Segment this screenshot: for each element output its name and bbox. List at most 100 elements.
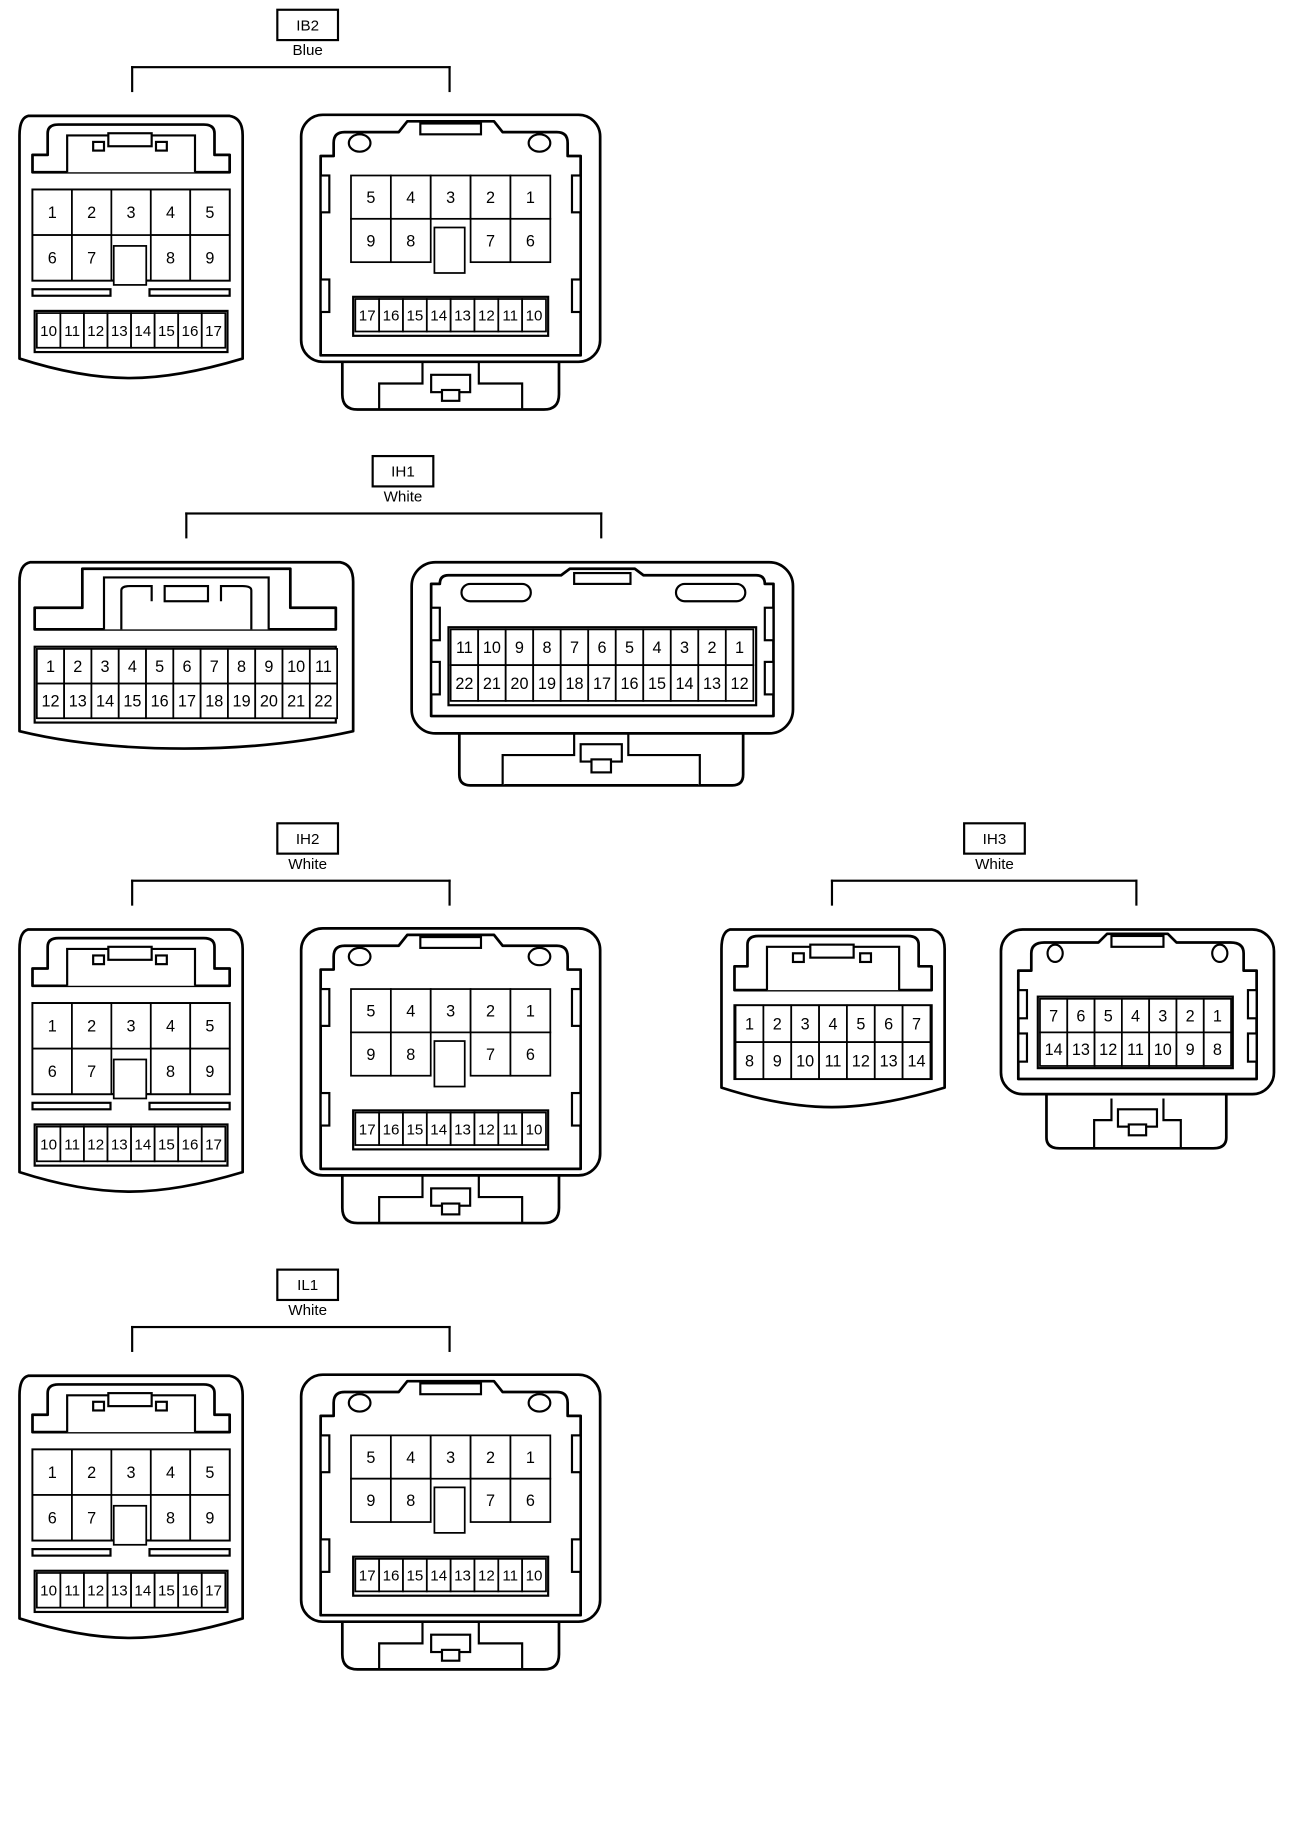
pin-number: 7 xyxy=(87,250,96,268)
pin-number: 3 xyxy=(680,639,689,657)
pin-number: 1 xyxy=(1213,1007,1222,1025)
pin-cell xyxy=(227,648,257,685)
pin-cell xyxy=(1093,1031,1123,1067)
connector-code: IH2 xyxy=(276,822,340,855)
pin-number: 17 xyxy=(593,675,611,693)
pin-number: 10 xyxy=(1154,1041,1172,1059)
pin-number: 11 xyxy=(64,323,80,340)
pin-number: 14 xyxy=(1045,1041,1063,1059)
pin-cell xyxy=(149,1047,192,1095)
pin-number: 4 xyxy=(1131,1007,1140,1025)
pin-number: 13 xyxy=(1072,1041,1090,1059)
pin-number: 4 xyxy=(406,1449,415,1467)
pin-number: 5 xyxy=(205,204,214,222)
connector-color: White xyxy=(383,487,423,505)
pin-number: 11 xyxy=(1127,1041,1144,1059)
pin-number: 3 xyxy=(446,1449,455,1467)
pin-cell xyxy=(587,664,617,702)
pin-number: 3 xyxy=(801,1016,810,1034)
pin-number: 8 xyxy=(166,1063,175,1081)
pin-number: 9 xyxy=(1186,1041,1195,1059)
pin-number: 9 xyxy=(205,250,214,268)
pin-number: 11 xyxy=(502,1568,518,1585)
pin-cell xyxy=(469,217,512,264)
pin-cell xyxy=(254,682,284,720)
pin-number: 15 xyxy=(158,1136,175,1153)
pin-cell xyxy=(149,1002,192,1050)
pin-number: 17 xyxy=(359,1568,376,1585)
pin-number: 19 xyxy=(233,693,251,711)
pin-number: 8 xyxy=(406,1492,415,1510)
pin-number: 3 xyxy=(127,204,136,222)
pin-number: 14 xyxy=(96,693,114,711)
pin-number: 2 xyxy=(486,1449,495,1467)
pin-number: 1 xyxy=(526,1449,535,1467)
pin-cell xyxy=(31,1002,73,1050)
pin-cell xyxy=(846,1041,876,1080)
pin-number: 8 xyxy=(745,1052,754,1070)
pin-number: 7 xyxy=(486,232,495,250)
pin-number: 12 xyxy=(87,323,104,340)
pin-cell xyxy=(504,628,535,667)
pin-number: 5 xyxy=(205,1018,214,1036)
pin-cell xyxy=(71,1047,113,1095)
pin-number: 10 xyxy=(40,323,57,340)
pin-number: 14 xyxy=(430,308,447,325)
pin-number: 11 xyxy=(315,658,332,676)
pin-number: 17 xyxy=(178,693,196,711)
pin-cell xyxy=(521,1558,547,1593)
connector-bracket xyxy=(131,879,451,906)
pin-number: 11 xyxy=(502,1121,518,1138)
pin-number: 10 xyxy=(40,1583,57,1600)
pin-cell xyxy=(189,1494,231,1542)
pin-cell xyxy=(469,1031,512,1077)
pin-number: 6 xyxy=(182,658,191,676)
pin-number: 15 xyxy=(406,308,423,325)
pin-cell xyxy=(697,664,727,702)
pin-number: 8 xyxy=(166,250,175,268)
pin-number: 1 xyxy=(526,1003,535,1021)
pin-number: 7 xyxy=(87,1510,96,1528)
pin-cell xyxy=(172,648,202,685)
pin-number: 1 xyxy=(48,1018,57,1036)
pin-number: 3 xyxy=(446,189,455,207)
pin-cell xyxy=(477,664,507,702)
pin-number: 2 xyxy=(87,1464,96,1482)
pin-number: 6 xyxy=(526,1046,535,1064)
pin-cell xyxy=(389,1031,432,1077)
pin-cell xyxy=(71,1448,113,1496)
pin-number: 16 xyxy=(182,1583,199,1600)
pin-number: 5 xyxy=(155,658,164,676)
pin-cell xyxy=(509,217,552,264)
pin-number: 11 xyxy=(64,1583,80,1600)
pin-number: 5 xyxy=(366,1003,375,1021)
pin-number: 10 xyxy=(287,658,305,676)
pin-number: 4 xyxy=(828,1016,837,1034)
pin-cell xyxy=(31,1047,73,1095)
pin-number: 16 xyxy=(383,308,400,325)
pin-number: 4 xyxy=(166,1018,175,1036)
pin-cell xyxy=(509,1477,552,1523)
pin-number: 13 xyxy=(111,323,128,340)
pin-number: 14 xyxy=(676,675,694,693)
pin-number: 8 xyxy=(542,639,551,657)
pin-number: 7 xyxy=(570,639,579,657)
pin-cell xyxy=(350,1434,392,1480)
pin-number: 9 xyxy=(264,658,273,676)
pin-number: 2 xyxy=(87,1018,96,1036)
pin-number: 5 xyxy=(1104,1007,1113,1025)
pin-cell xyxy=(308,682,338,720)
pin-cell xyxy=(509,988,552,1034)
connector-bracket xyxy=(830,879,1138,906)
pin-number: 12 xyxy=(1099,1041,1117,1059)
connector-bracket xyxy=(131,66,451,93)
pin-cell xyxy=(110,188,152,236)
pin-cell xyxy=(189,1047,231,1095)
pin-number: 2 xyxy=(486,189,495,207)
